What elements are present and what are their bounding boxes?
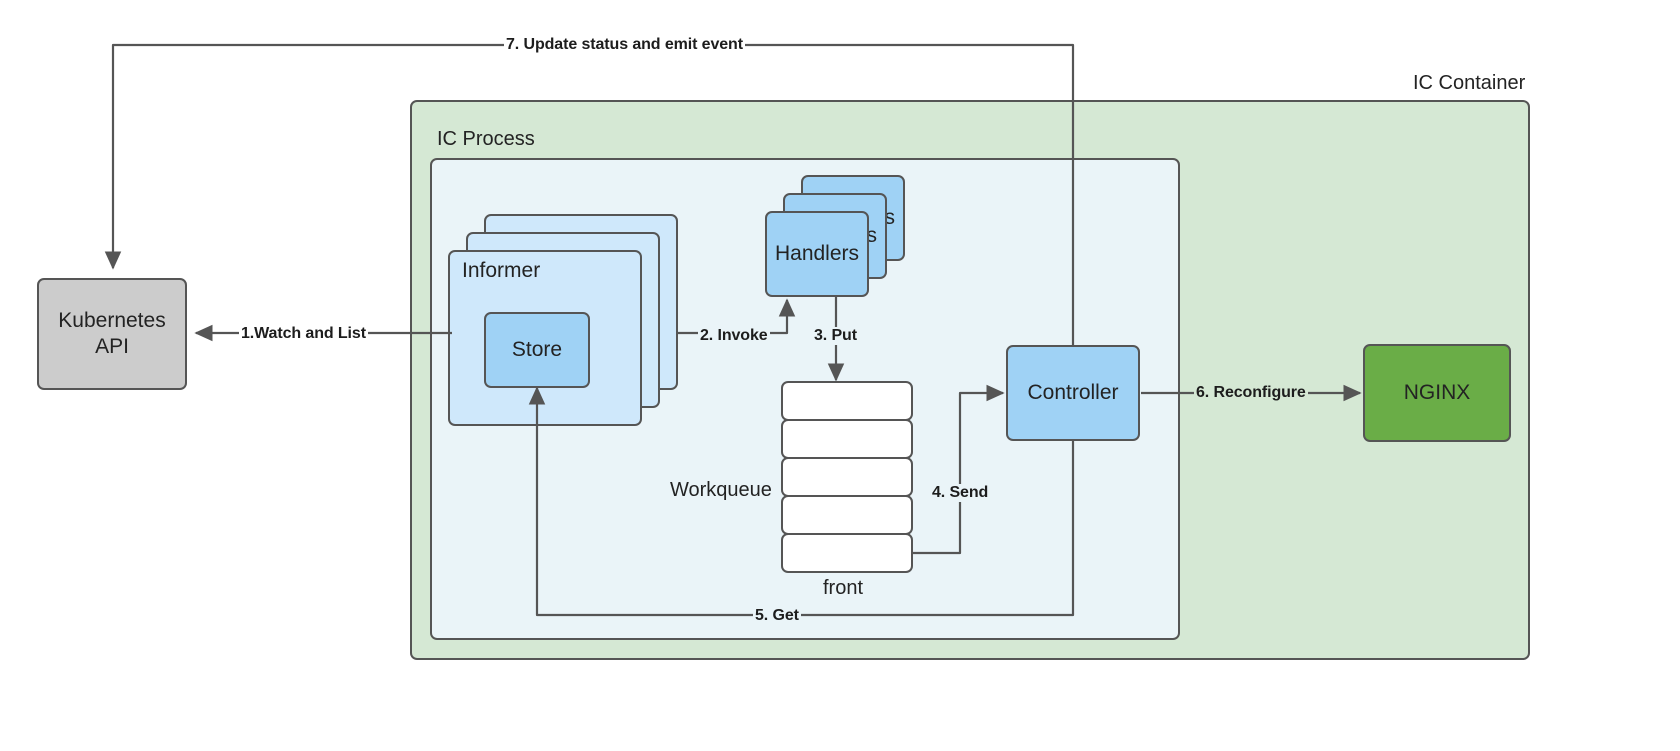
edge-label-5: 5. Get: [753, 607, 801, 625]
ic-process-label: IC Process: [437, 128, 535, 150]
node-handlers-label: Handlers: [774, 242, 860, 265]
workqueue-slot-1[interactable]: [781, 381, 913, 421]
workqueue-slot-front[interactable]: [781, 533, 913, 573]
workqueue-slot-3[interactable]: [781, 457, 913, 497]
workqueue-label: Workqueue: [670, 479, 772, 501]
handlers-card-front[interactable]: Handlers: [765, 211, 869, 297]
workqueue-slot-2[interactable]: [781, 419, 913, 459]
node-controller[interactable]: Controller: [1006, 345, 1140, 441]
edge-label-7: 7. Update status and emit event: [504, 36, 745, 54]
node-informer-label: Informer: [462, 259, 541, 282]
node-handlers-stack[interactable]: Handlers Handlers Handlers: [765, 175, 905, 297]
ic-container-label: IC Container: [1413, 72, 1526, 94]
node-kubernetes-api[interactable]: Kubernetes API: [37, 278, 187, 390]
edge-label-2: 2. Invoke: [698, 327, 770, 345]
node-nginx[interactable]: NGINX: [1363, 344, 1511, 442]
edge-label-3: 3. Put: [812, 327, 859, 345]
edge-label-6: 6. Reconfigure: [1194, 384, 1308, 402]
node-workqueue[interactable]: [781, 381, 913, 573]
edge-label-1: 1.Watch and List: [239, 325, 368, 343]
workqueue-slot-4[interactable]: [781, 495, 913, 535]
node-store[interactable]: Store: [484, 312, 590, 388]
workqueue-front-label: front: [823, 577, 864, 599]
edge-label-4: 4. Send: [930, 484, 991, 502]
